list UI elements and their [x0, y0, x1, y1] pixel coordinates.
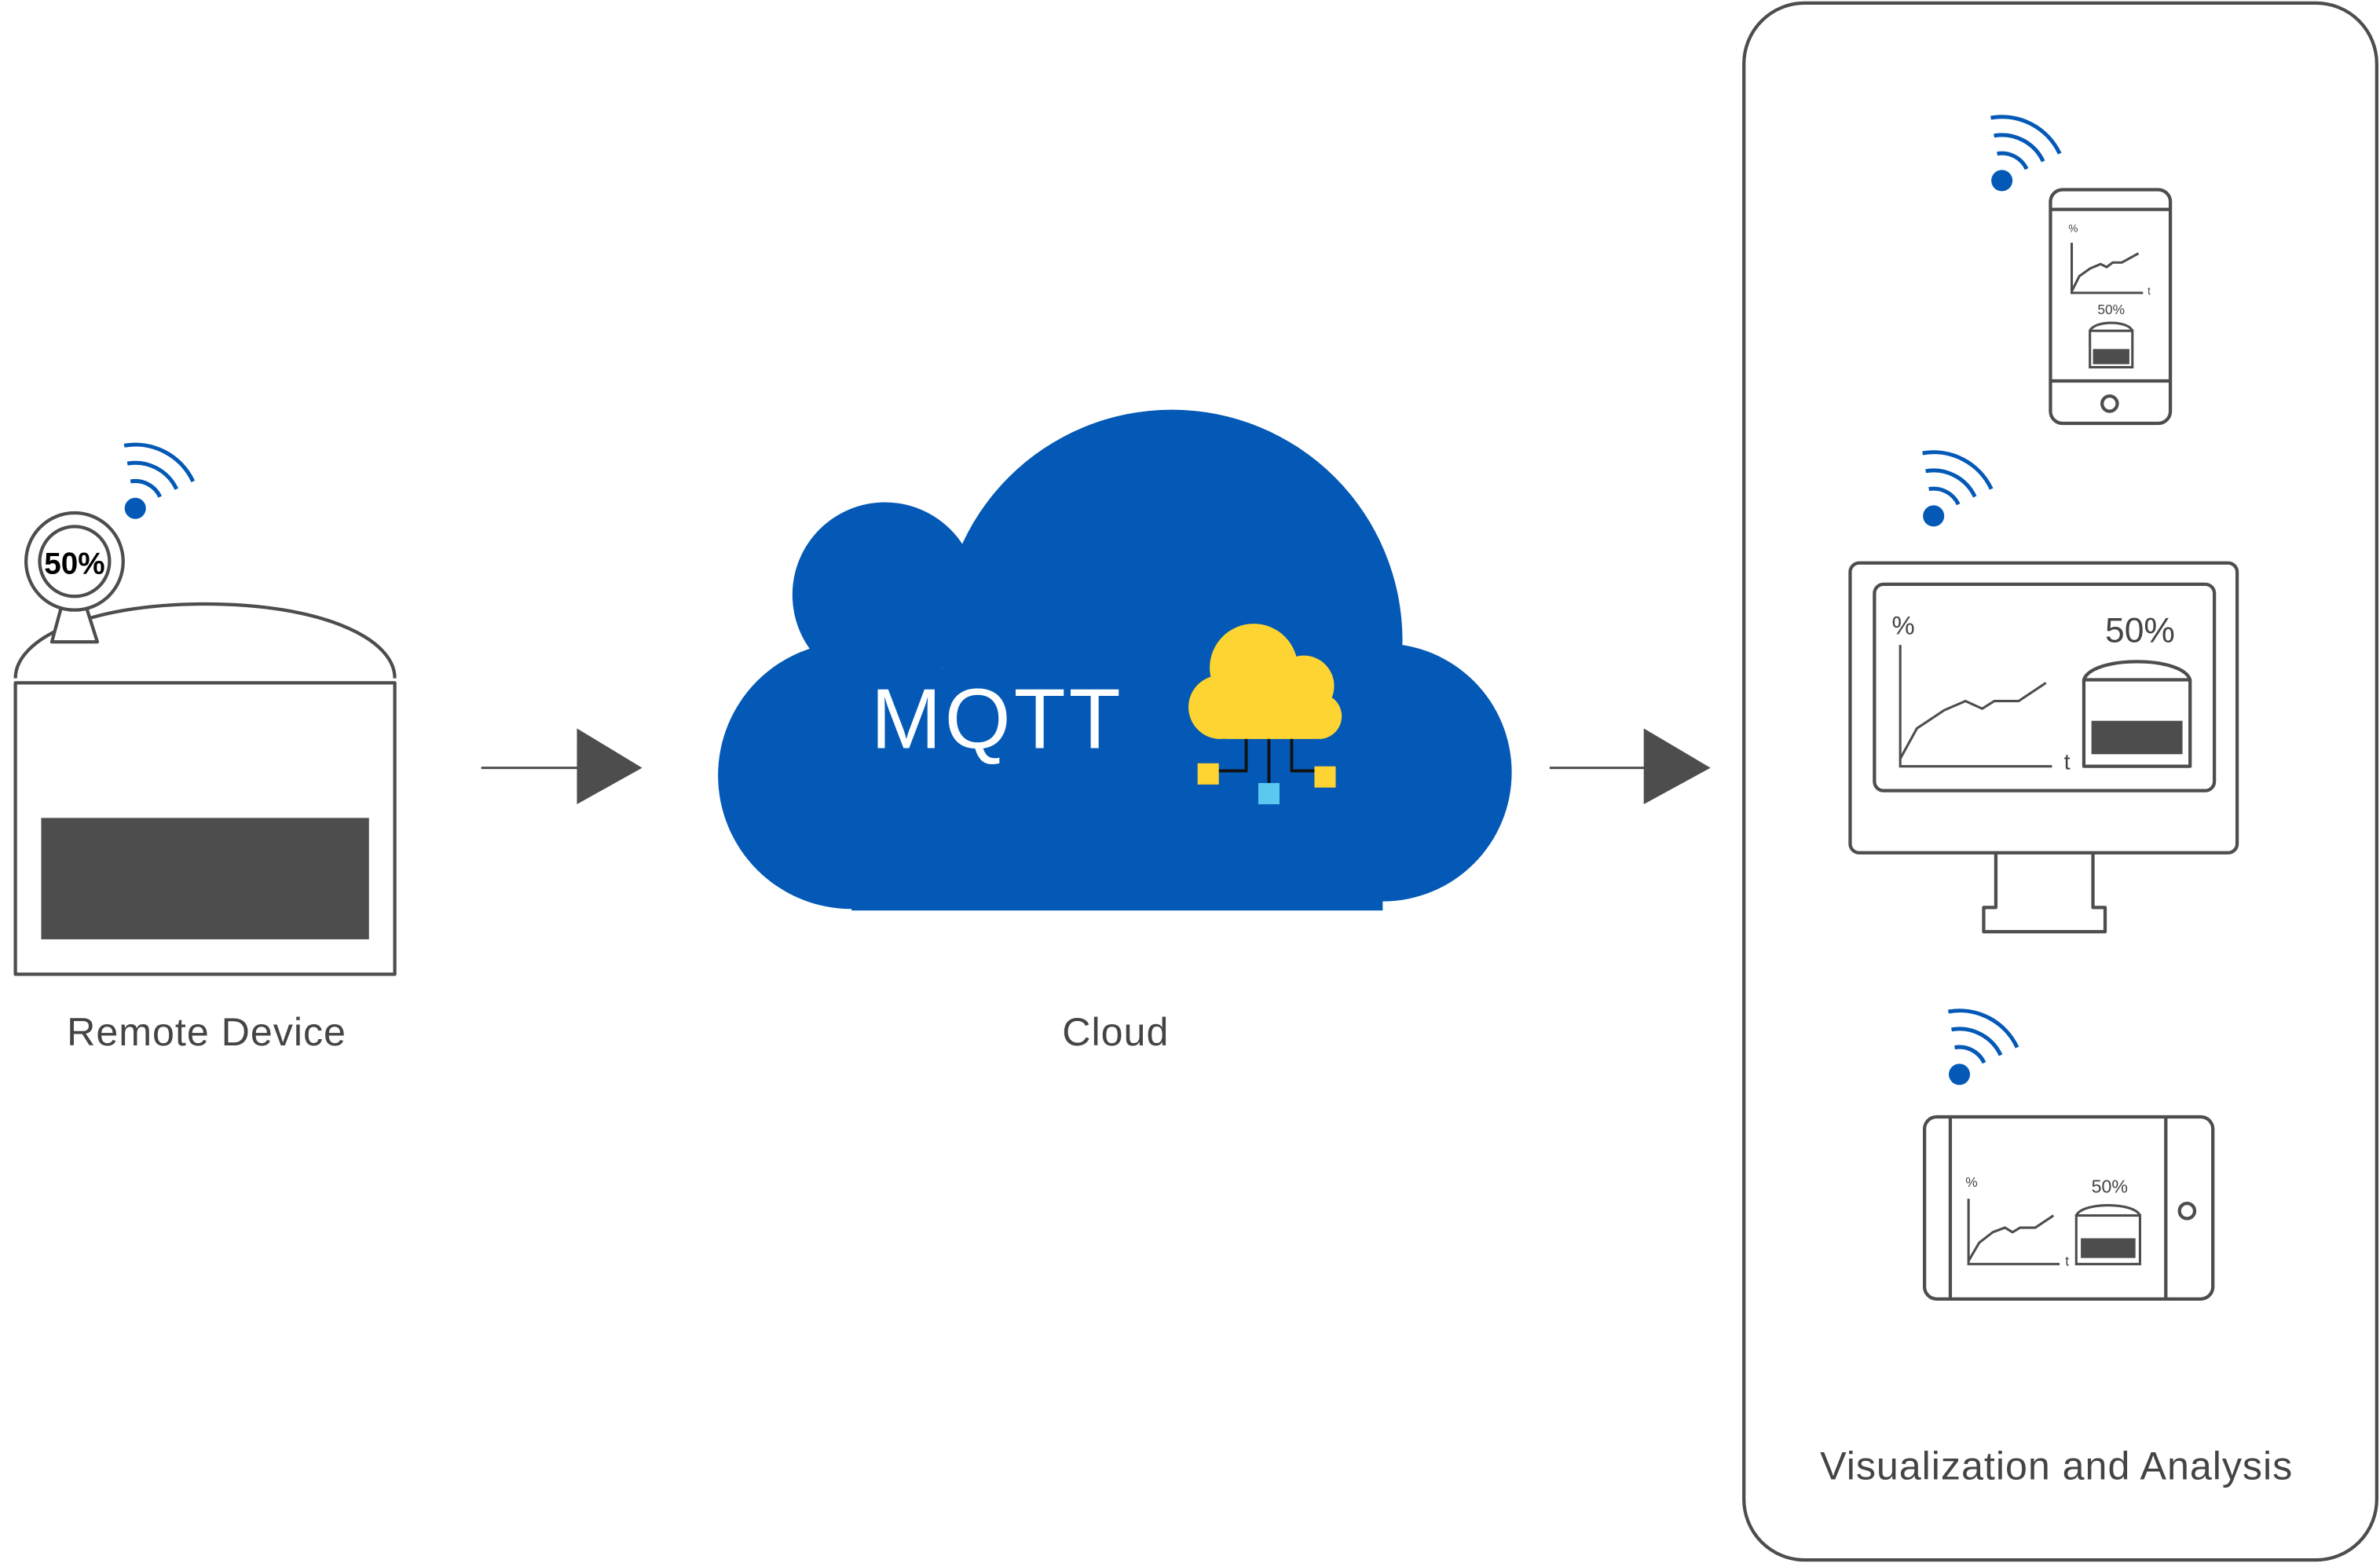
visualization-label: Visualization and Analysis — [1820, 1444, 2293, 1488]
tank-fill-level — [2081, 1238, 2136, 1258]
wifi-dot — [1949, 1063, 1971, 1085]
arrow-device-to-cloud — [481, 728, 643, 804]
home-button-icon — [2177, 1201, 2197, 1221]
mqtt-cloud: MQTT — [718, 409, 1512, 911]
wifi-arc — [1951, 1027, 2003, 1056]
wifi-arc — [1990, 115, 2062, 155]
wifi-arc — [123, 442, 196, 483]
wifi-dot — [1991, 170, 2013, 192]
tank-fill-level — [41, 818, 369, 939]
chart-x-label: t — [2064, 750, 2071, 775]
level-value: 50% — [2092, 1177, 2128, 1197]
cloud-network-icon — [1188, 624, 1342, 804]
tank-fill-level — [2091, 720, 2183, 755]
chart-y-label: % — [1891, 611, 1914, 640]
wifi-arc — [1994, 133, 2045, 163]
chart-y-label: % — [1965, 1174, 1977, 1190]
arrow-head-icon — [577, 728, 643, 804]
tank-dome — [13, 602, 397, 679]
wifi-arc — [1922, 450, 1994, 490]
chart-y-label: % — [2068, 223, 2078, 235]
wifi-dot — [124, 497, 146, 519]
wifi-icon — [1948, 1008, 2019, 1085]
gauge-value: 50% — [44, 547, 104, 580]
cloud-lobe — [792, 502, 978, 688]
wifi-arc — [1997, 151, 2029, 170]
wifi-arc — [1928, 486, 1961, 506]
arrow-cloud-to-visualization — [1549, 728, 1711, 804]
tank-body — [13, 681, 397, 976]
cloud-label: Cloud — [1062, 1010, 1169, 1054]
phone-device: % t 50% — [1990, 115, 2173, 426]
remote-device: 50% Remote Device — [13, 442, 397, 1054]
remote-device-label: Remote Device — [67, 1010, 346, 1054]
tank-fill-level — [2093, 349, 2129, 364]
wifi-arc — [126, 460, 179, 490]
visualization-panel: % t 50% % t 50% — [1742, 1, 2378, 1562]
wifi-arc — [1925, 468, 1977, 498]
chart-x-label: t — [2147, 285, 2151, 297]
wifi-arc — [1948, 1008, 2019, 1049]
tablet-device: % t 50% — [1922, 1008, 2215, 1301]
mqtt-label: MQTT — [871, 671, 1124, 766]
wifi-dot — [1923, 505, 1945, 527]
level-value: 50% — [2097, 302, 2125, 317]
monitor-device: % t 50% — [1848, 450, 2239, 934]
wifi-arc — [130, 478, 163, 498]
arrow-head-icon — [1643, 728, 1711, 804]
wifi-arc — [1954, 1045, 1986, 1064]
gauge-stand — [49, 606, 100, 644]
wifi-icon — [123, 442, 196, 519]
gauge-inner-ring — [38, 525, 112, 598]
wifi-icon — [1990, 115, 2062, 192]
wifi-icon — [1922, 450, 1994, 527]
chart-x-label: t — [2065, 1253, 2069, 1268]
home-button-icon — [2100, 394, 2119, 413]
level-value: 50% — [2105, 611, 2175, 650]
